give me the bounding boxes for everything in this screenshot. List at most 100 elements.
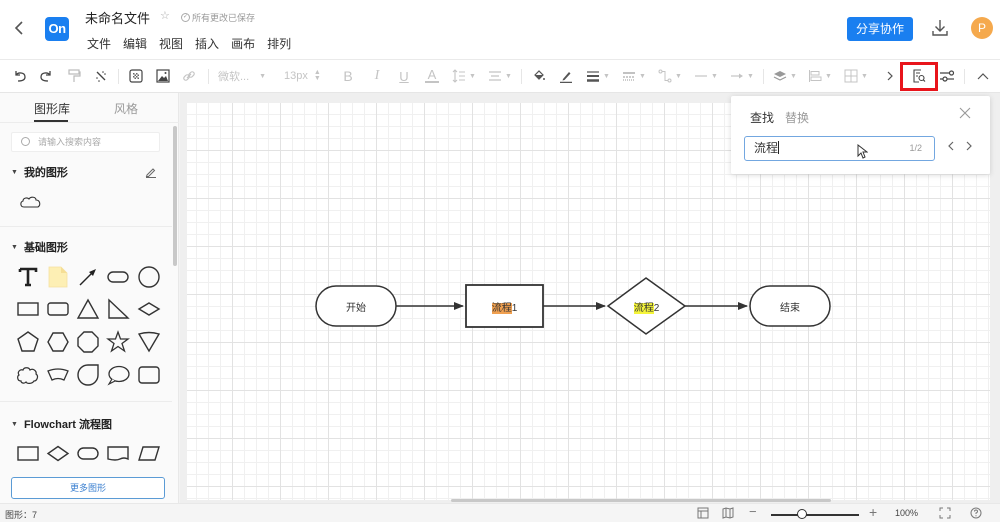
clear-format-button[interactable]	[93, 68, 109, 84]
shape-decision[interactable]	[45, 440, 71, 466]
tab-replace[interactable]: 替换	[785, 111, 810, 125]
shape-note[interactable]	[45, 264, 71, 290]
distribute-button[interactable]: ▼	[843, 68, 869, 84]
shape-document[interactable]	[105, 440, 131, 466]
font-color-button[interactable]: A	[425, 67, 439, 83]
close-find-button[interactable]	[959, 106, 971, 122]
text-align-button[interactable]: ▼	[487, 68, 513, 84]
more-shapes-button[interactable]: 更多图形	[11, 477, 165, 499]
menu-view[interactable]: 视图	[159, 37, 184, 51]
tab-shape-library[interactable]: 图形库	[34, 102, 71, 116]
section-my-shapes[interactable]: ▼ 我的图形	[11, 167, 68, 179]
bold-button[interactable]: B	[343, 68, 353, 84]
align-shapes-button[interactable]: ▼	[807, 68, 833, 84]
shape-teardrop[interactable]	[75, 362, 101, 388]
prev-match-button[interactable]	[947, 140, 955, 155]
line-end-button[interactable]: ▼	[729, 68, 755, 84]
redo-button[interactable]	[38, 68, 54, 84]
shape-pentagon[interactable]	[15, 329, 41, 355]
more-tools-button[interactable]	[884, 68, 896, 84]
edit-my-shapes-button[interactable]	[145, 165, 157, 178]
user-avatar[interactable]: P	[971, 17, 993, 39]
minimap-button[interactable]	[722, 507, 734, 522]
canvas-background-button[interactable]	[128, 68, 144, 84]
collapse-toolbar-button[interactable]	[976, 68, 990, 84]
underline-button[interactable]: U	[399, 68, 409, 84]
back-button[interactable]	[14, 20, 30, 38]
horizontal-scrollbar[interactable]	[451, 499, 831, 502]
zoom-slider-handle[interactable]	[797, 509, 807, 519]
caret-down-icon: ▼	[825, 72, 832, 80]
shape-rounded-rectangle[interactable]	[45, 296, 71, 322]
shape-terminator[interactable]	[75, 440, 101, 466]
document-title[interactable]: 未命名文件	[85, 11, 151, 26]
tab-find[interactable]: 查找	[750, 111, 775, 125]
fullscreen-button[interactable]	[939, 507, 951, 522]
save-status-text: 所有更改已保存	[192, 13, 256, 23]
line-height-button[interactable]: ▼	[451, 68, 477, 84]
shape-triangle[interactable]	[75, 296, 101, 322]
line-start-button[interactable]: ▼	[693, 68, 719, 84]
shape-cloud[interactable]	[18, 190, 44, 216]
line-style-icon	[623, 72, 636, 81]
undo-button[interactable]	[12, 68, 28, 84]
shape-rounded-square[interactable]	[136, 362, 162, 388]
shape-rounded-pill[interactable]	[105, 264, 131, 290]
caret-down-icon: ▼	[11, 243, 18, 251]
italic-button[interactable]: I	[374, 68, 380, 83]
star-outline-icon[interactable]: ☆	[160, 10, 170, 22]
connector-type-button[interactable]: ▼	[657, 68, 683, 84]
shape-arrow[interactable]	[75, 264, 101, 290]
menu-edit[interactable]: 编辑	[123, 37, 148, 51]
next-match-button[interactable]	[965, 140, 973, 155]
line-style-button[interactable]: ▼	[621, 68, 647, 84]
layer-button[interactable]: ▼	[772, 68, 798, 84]
shape-diamond[interactable]	[136, 296, 162, 322]
format-painter-button[interactable]	[66, 68, 82, 84]
download-button[interactable]	[931, 18, 949, 38]
panel-scrollbar[interactable]	[173, 126, 177, 266]
settings-button[interactable]	[939, 68, 955, 84]
find-replace-button[interactable]	[911, 68, 927, 84]
chevron-right-icon	[887, 71, 893, 81]
zoom-out-button[interactable]: −	[749, 504, 757, 519]
find-input[interactable]: 流程 1/2	[744, 136, 935, 161]
caret-down-icon: ▼	[861, 72, 868, 80]
shape-circle[interactable]	[136, 264, 162, 290]
shape-rectangle[interactable]	[15, 296, 41, 322]
menu-file[interactable]: 文件	[87, 37, 112, 51]
app-logo: On	[45, 17, 69, 41]
zoom-slider-track[interactable]	[771, 514, 859, 516]
section-flowchart[interactable]: ▼ Flowchart 流程图	[11, 419, 112, 431]
insert-image-button[interactable]	[155, 68, 171, 84]
share-button[interactable]: 分享协作	[847, 17, 913, 41]
menu-canvas[interactable]: 画布	[231, 37, 256, 51]
shape-speech-bubble[interactable]	[105, 362, 131, 388]
fill-color-button[interactable]	[531, 68, 547, 84]
tab-style[interactable]: 风格	[114, 102, 139, 116]
shape-search-input[interactable]: 请输入搜索内容	[11, 132, 160, 152]
font-family-select[interactable]: 微软...▼	[218, 68, 270, 84]
shape-inverted-triangle[interactable]	[136, 329, 162, 355]
zoom-percent[interactable]: 100%	[895, 508, 919, 518]
shape-hexagon[interactable]	[45, 329, 71, 355]
shape-star[interactable]	[105, 329, 131, 355]
help-button[interactable]	[970, 507, 982, 522]
zoom-in-button[interactable]: +	[869, 504, 878, 520]
layout-toggle-button[interactable]	[697, 507, 709, 522]
shape-right-triangle[interactable]	[105, 296, 131, 322]
shape-octagon[interactable]	[75, 329, 101, 355]
shape-process[interactable]	[15, 440, 41, 466]
shape-data[interactable]	[136, 440, 162, 466]
line-color-button[interactable]	[558, 68, 574, 84]
shape-cloud-outline[interactable]	[15, 362, 41, 388]
line-width-button[interactable]: ▼	[585, 68, 611, 84]
font-size-stepper[interactable]: 13px▲▼	[284, 68, 326, 84]
menu-arrange[interactable]: 排列	[267, 37, 292, 51]
menu-insert[interactable]: 插入	[195, 37, 220, 51]
shape-curved-banner[interactable]	[45, 362, 71, 388]
section-basic-shapes[interactable]: ▼ 基础图形	[11, 242, 68, 254]
insert-link-button[interactable]	[181, 68, 197, 84]
shape-text[interactable]	[15, 264, 41, 290]
